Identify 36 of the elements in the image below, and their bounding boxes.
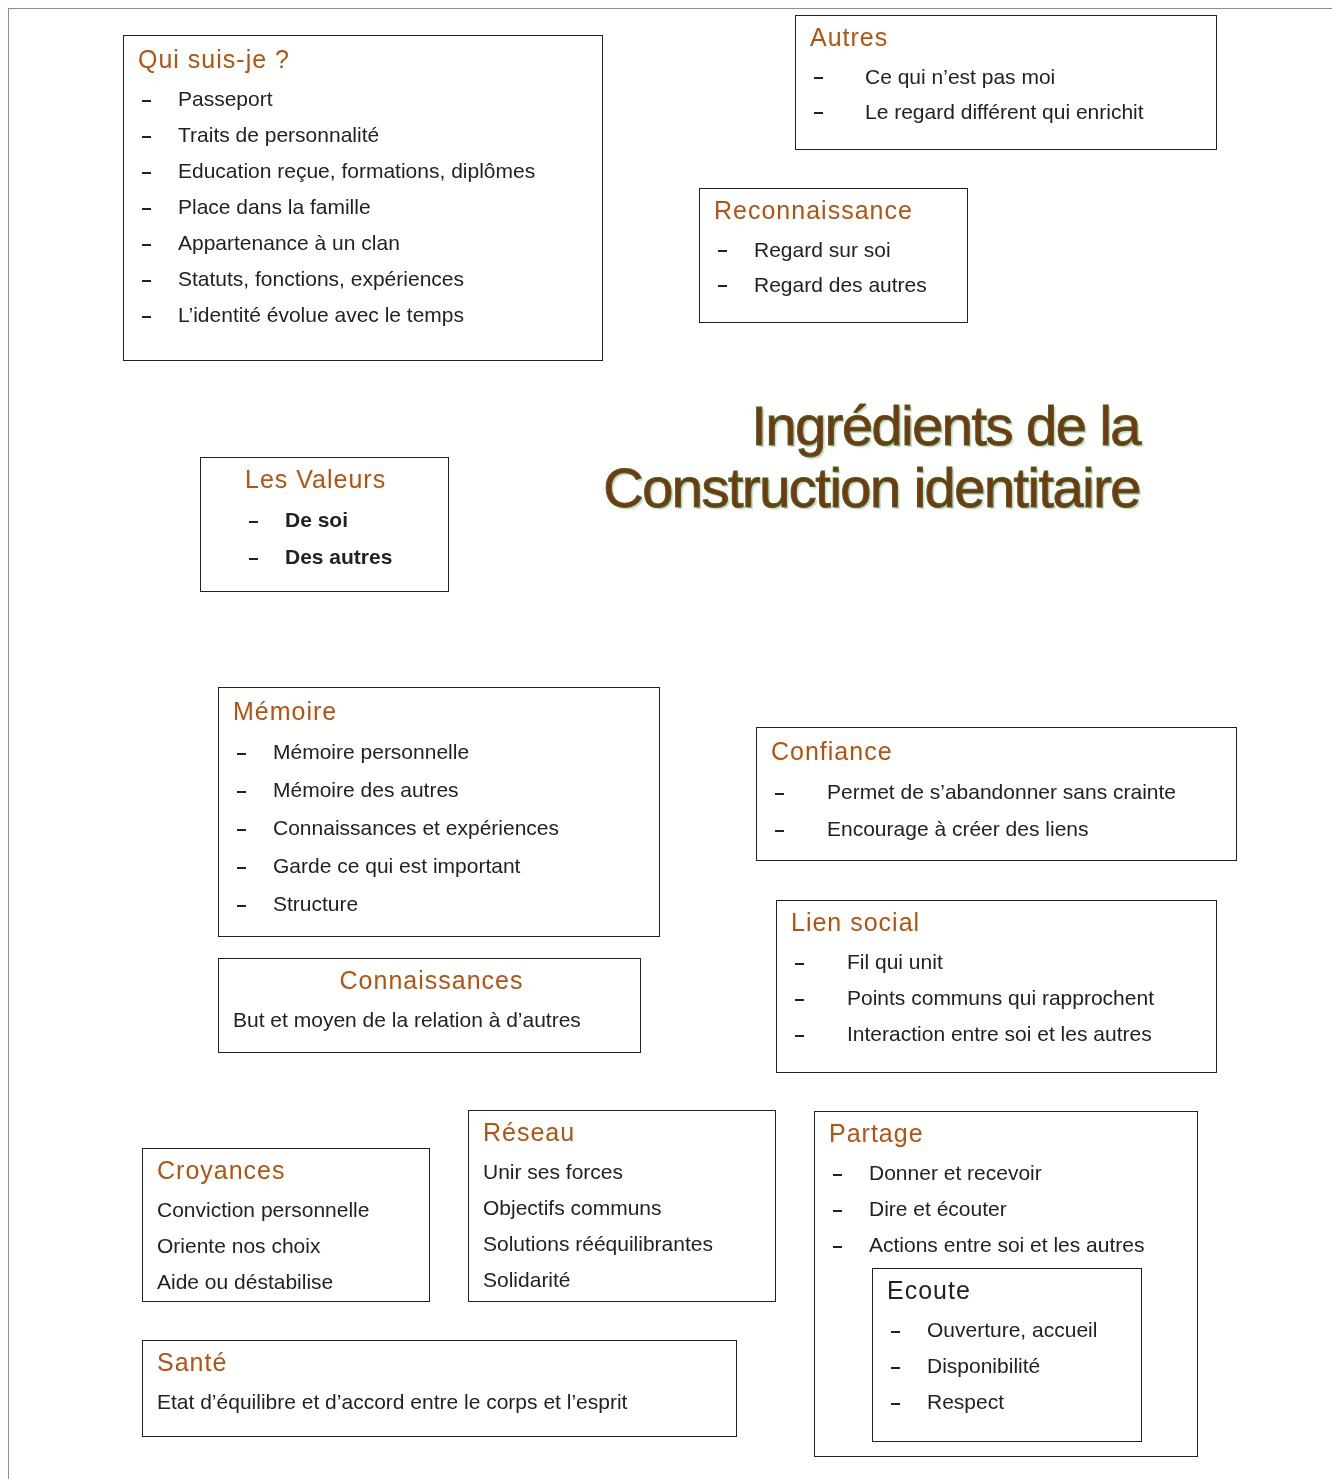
box-heading: Les Valeurs: [245, 464, 388, 495]
text-box: [142, 1340, 737, 1437]
text-box: [200, 457, 449, 592]
text-line: Objectifs communs: [483, 1195, 663, 1222]
text-box: [756, 727, 1237, 861]
box-heading: Lien social: [791, 907, 922, 938]
text-line: But et moyen de la relation à d’autres: [233, 1007, 582, 1034]
text-line: Etat d’équilibre et d’accord entre le corps et l’esprit: [157, 1389, 629, 1416]
text-box: [468, 1110, 776, 1302]
box-heading: Confiance: [771, 736, 894, 767]
text-box: [699, 188, 968, 323]
text-line: Oriente nos choix: [157, 1233, 322, 1260]
text-line: Solidarité: [483, 1267, 572, 1294]
text-box: [872, 1268, 1142, 1442]
box-heading: Connaissances: [338, 965, 525, 996]
text-box: [814, 1111, 1198, 1457]
text-box: [795, 15, 1217, 150]
box-heading: Partage: [829, 1118, 925, 1149]
text-box: [218, 687, 660, 937]
box-heading: Mémoire: [233, 696, 339, 727]
text-line: Conviction personnelle: [157, 1197, 371, 1224]
box-heading: Santé: [157, 1347, 229, 1378]
text-line: Unir ses forces: [483, 1159, 625, 1186]
diagram-title: Ingrédients de la Construction identitaire: [602, 395, 1140, 519]
box-heading: Ecoute: [887, 1275, 972, 1306]
box-heading: Autres: [810, 22, 890, 53]
box-heading: Reconnaissance: [714, 195, 914, 226]
text-box: [776, 900, 1217, 1073]
text-line: Solutions rééquilibrantes: [483, 1231, 714, 1258]
text-box: [123, 35, 603, 361]
box-heading: Qui suis-je ?: [138, 44, 291, 75]
text-line: Aide ou déstabilise: [157, 1269, 335, 1296]
box-heading: Réseau: [483, 1117, 577, 1148]
text-box: [142, 1148, 430, 1302]
box-heading: Croyances: [157, 1155, 287, 1186]
text-box: [218, 958, 641, 1053]
